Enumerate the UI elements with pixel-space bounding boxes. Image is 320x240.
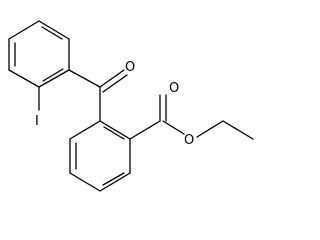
aromatic-inner-bond xyxy=(103,126,125,140)
bond xyxy=(38,20,70,40)
bond xyxy=(69,172,101,192)
bond xyxy=(99,120,131,140)
aromatic-inner-bond xyxy=(102,172,125,186)
bond xyxy=(38,69,70,88)
bond xyxy=(99,172,131,192)
bond xyxy=(8,69,40,88)
iodine-label: I xyxy=(35,114,39,129)
bond xyxy=(8,20,40,40)
ring-to-ester-carbon-bond xyxy=(129,120,161,140)
molecule-structure: I O O O xyxy=(8,20,254,192)
ethyl-carbon-carbon-bond xyxy=(222,120,254,140)
ketone-oxygen-label: O xyxy=(125,60,135,75)
ester-oxygen-label: O xyxy=(184,133,194,148)
upper-benzene-ring xyxy=(8,20,70,88)
ketone-double-bond xyxy=(102,74,128,93)
aromatic-inner-bond xyxy=(41,26,63,40)
lower-benzene-ring xyxy=(69,120,131,192)
ester-carbonyl-oxygen-label: O xyxy=(169,81,179,96)
ketone-double-bond xyxy=(99,69,125,88)
ester-carbon-oxygen-bond xyxy=(162,120,185,135)
ring-to-carbonyl-bond xyxy=(68,69,101,88)
oxygen-to-ethyl-bond xyxy=(196,120,224,138)
bond xyxy=(69,120,101,140)
aromatic-inner-bond xyxy=(42,68,64,82)
